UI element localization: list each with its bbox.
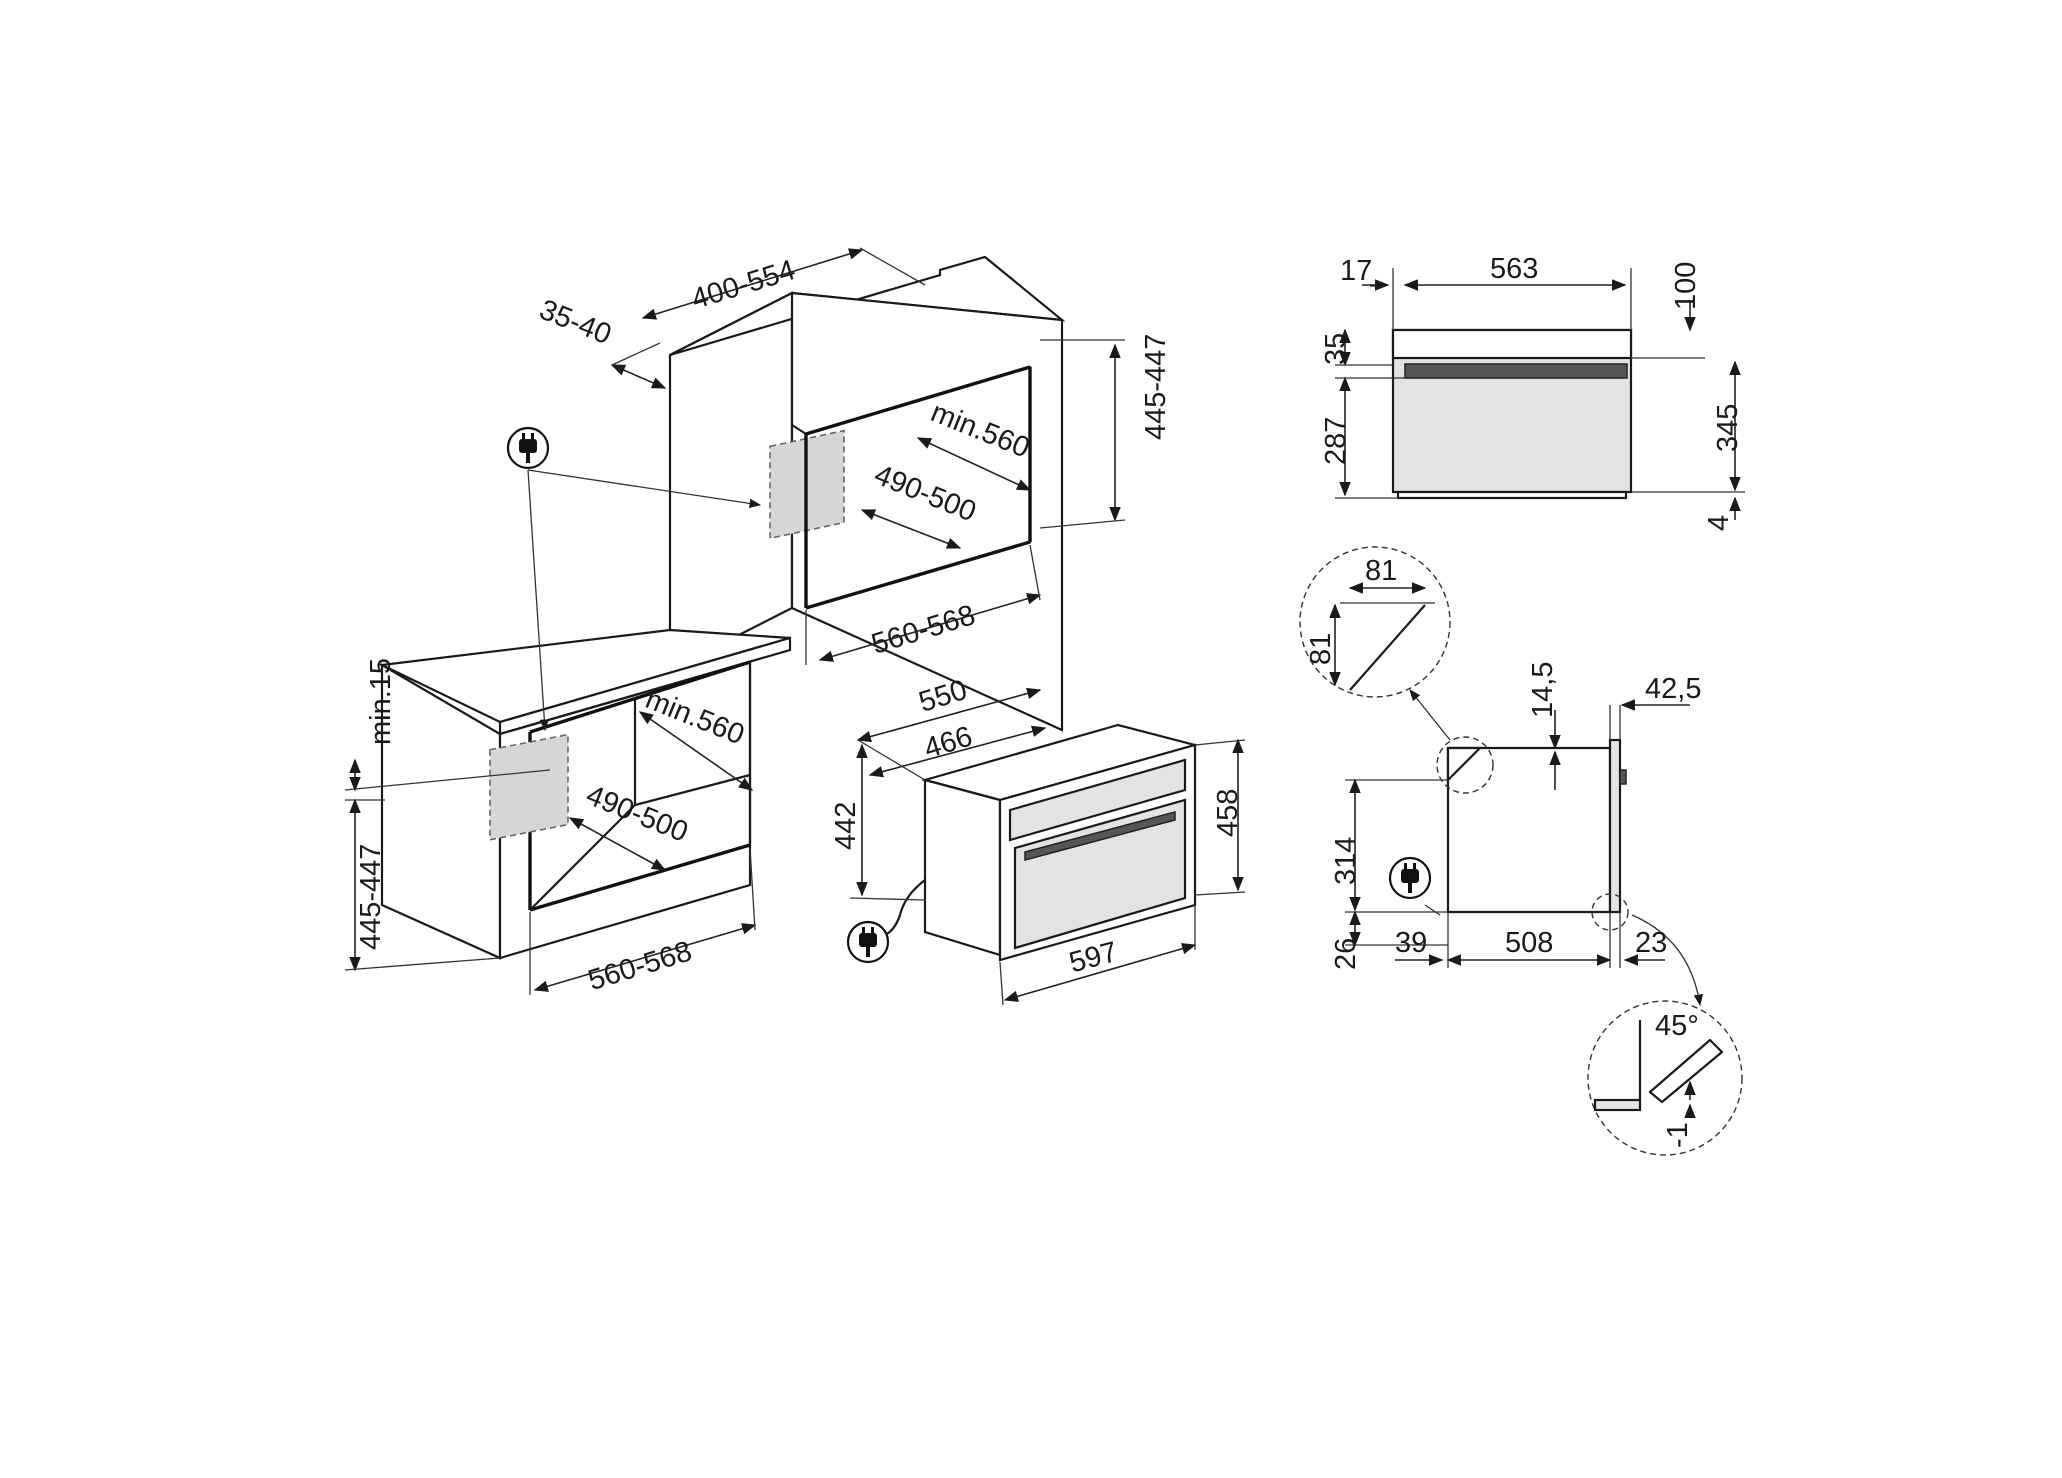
plug-icon (1388, 856, 1432, 900)
label-detail-a-width: 81 (1365, 555, 1397, 587)
label-top-gap: 35-40 (535, 294, 616, 351)
label-side-door: 42,5 (1645, 673, 1701, 705)
label-front-panel: 35 (1320, 333, 1352, 365)
label-front-window: 287 (1320, 417, 1352, 465)
label-oven-height-front: 458 (1212, 789, 1244, 837)
label-detail-b-gap: -1 (1662, 1122, 1694, 1148)
label-oven-height-body: 442 (830, 802, 862, 850)
label-side-height: 314 (1330, 837, 1362, 885)
label-oven-width: 597 (1066, 936, 1121, 979)
detail-circle-top (1299, 546, 1494, 794)
detail-circle-bottom (1587, 893, 1743, 1156)
dimension-lines-left (344, 247, 1246, 1006)
label-upper-height: 445-447 (1140, 334, 1172, 440)
label-lower-min-gap: min.15 (365, 658, 397, 745)
label-front-width: 563 (1490, 253, 1538, 285)
label-front-left-margin: 17 (1340, 255, 1372, 287)
label-side-base: 26 (1330, 938, 1362, 970)
label-detail-b-angle: 45° (1655, 1010, 1699, 1042)
plug-icon (506, 426, 550, 470)
base-cabinet (378, 628, 792, 960)
label-side-left: 39 (1395, 927, 1427, 959)
label-oven-depth-body: 466 (920, 720, 976, 765)
front-view (1335, 268, 1745, 520)
label-detail-a-height: 81 (1305, 633, 1337, 665)
label-lower-width: 560-568 (584, 935, 695, 997)
label-side-front: 23 (1635, 927, 1667, 959)
side-view (1345, 699, 1690, 968)
label-side-top: 14,5 (1527, 662, 1559, 718)
label-lower-height: 445-447 (355, 844, 387, 950)
label-front-top-gap: 100 (1670, 262, 1702, 310)
oven-appliance (884, 723, 1200, 962)
plug-icon (846, 920, 890, 964)
label-front-height: 345 (1712, 404, 1744, 452)
label-side-depth: 508 (1505, 927, 1553, 959)
label-front-bottom: 4 (1703, 515, 1735, 531)
